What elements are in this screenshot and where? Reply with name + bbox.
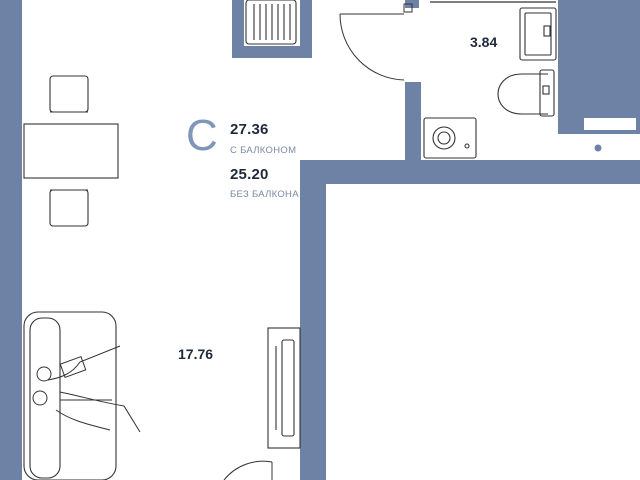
washing-machine-icon (423, 117, 477, 159)
sofa-arm (29, 317, 61, 479)
wall-bathroom-left (405, 82, 421, 166)
washer-knob (464, 143, 470, 149)
shower-drain (543, 25, 551, 37)
wall-highlight-right (584, 118, 636, 130)
wall-top-left-c (300, 0, 312, 58)
wall-right-block (580, 0, 640, 112)
wall-top-left-a (232, 0, 244, 58)
chair-bottom (49, 189, 89, 227)
person-head (36, 366, 52, 382)
radiator-icon (245, 0, 297, 45)
radiator-frame (245, 0, 297, 45)
laptop (59, 356, 87, 378)
wall-left (0, 0, 22, 480)
wall-middle-vertical (300, 160, 326, 480)
bathroom-area: 3.84 (470, 34, 498, 50)
dining-table (23, 123, 119, 179)
area-without-balcony-label: БЕЗ БАЛКОНА (230, 189, 299, 200)
chair-icon (49, 75, 89, 227)
chair-top (49, 75, 89, 113)
area-without-balcony: 25.20 (230, 166, 269, 183)
washer-body (423, 117, 477, 159)
person-body (47, 345, 141, 433)
toilet-tank (539, 69, 555, 117)
tv-screen (281, 339, 295, 437)
radiator-fins (253, 4, 291, 40)
shower-tray (519, 7, 557, 61)
person-head-2 (32, 390, 48, 406)
shower-inner (524, 12, 552, 56)
person-icon (32, 345, 141, 433)
dining-table-icon (23, 123, 119, 179)
door-top-jamb (403, 3, 413, 13)
washer-drum-inner (437, 131, 451, 145)
wall-bathroom-right (558, 0, 580, 128)
ventilation-dot (594, 144, 602, 152)
door-top-icon (339, 3, 413, 81)
tv-stand (267, 327, 301, 449)
toilet-bowl (497, 73, 548, 115)
toilet-icon (497, 69, 555, 117)
shower-icon (519, 7, 557, 61)
living-room-area: 17.76 (178, 346, 214, 362)
wall-inner-lines (584, 118, 636, 130)
door-top-arc (339, 13, 405, 81)
sofa-back (23, 311, 117, 480)
tv-unit-icon (267, 327, 301, 449)
door-bottom-arc (223, 460, 273, 480)
area-with-balcony: 27.36 (230, 121, 269, 138)
wall-middle-horizontal (300, 160, 640, 184)
washer-drum (432, 126, 456, 150)
apartment-type-letter: С (186, 111, 218, 160)
area-with-balcony-label: С БАЛКОНОМ (230, 145, 297, 156)
wall-top-left-b (232, 46, 312, 58)
toilet-button (542, 85, 550, 95)
sofa-icon (23, 311, 117, 480)
